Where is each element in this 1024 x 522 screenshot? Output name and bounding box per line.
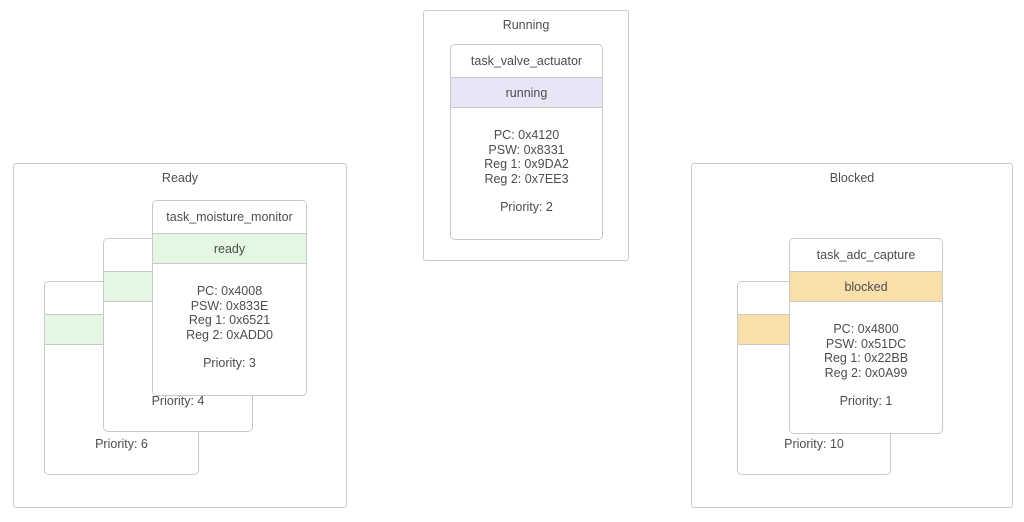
task-card-state-badge: running [451, 78, 602, 108]
task-card-name: task_valve_actuator [451, 45, 602, 78]
task-card-state-badge: ready [153, 234, 306, 264]
state-group-title-ready: Ready [161, 171, 199, 185]
task-card-state-badge: blocked [790, 272, 942, 302]
register-line-1: PSW: 0x833E [190, 298, 269, 313]
register-line-0: PC: 0x4008 [196, 284, 263, 298]
state-group-title-blocked: Blocked [829, 171, 875, 185]
priority-line: Priority: 3 [203, 356, 256, 370]
priority-line: Priority: 1 [839, 394, 893, 408]
priority-line: Priority: 4 [151, 394, 205, 408]
register-line-2: Reg 1: 0x22BB [823, 351, 909, 365]
task-card-name: task_moisture_monitor [153, 201, 306, 234]
priority-line: Priority: 10 [784, 437, 844, 451]
register-line-0: PC: 0x4120 [493, 128, 560, 142]
register-line-3: Reg 2: 0x7EE3 [484, 171, 569, 186]
priority-line: Priority: 2 [500, 200, 553, 214]
register-line-2: Reg 1: 0x9DA2 [484, 157, 569, 171]
register-line-1: PSW: 0x8331 [488, 142, 565, 157]
priority-line: Priority: 6 [95, 437, 148, 451]
register-line-0: PC: 0x4800 [833, 322, 899, 336]
task-card-name: task_adc_capture [790, 239, 942, 272]
register-line-3: Reg 2: 0xADD0 [186, 327, 273, 342]
register-line-1: PSW: 0x51DC [825, 336, 907, 351]
register-line-3: Reg 2: 0x0A99 [824, 365, 908, 380]
register-line-2: Reg 1: 0x6521 [188, 313, 271, 327]
state-group-title-running: Running [502, 18, 550, 32]
